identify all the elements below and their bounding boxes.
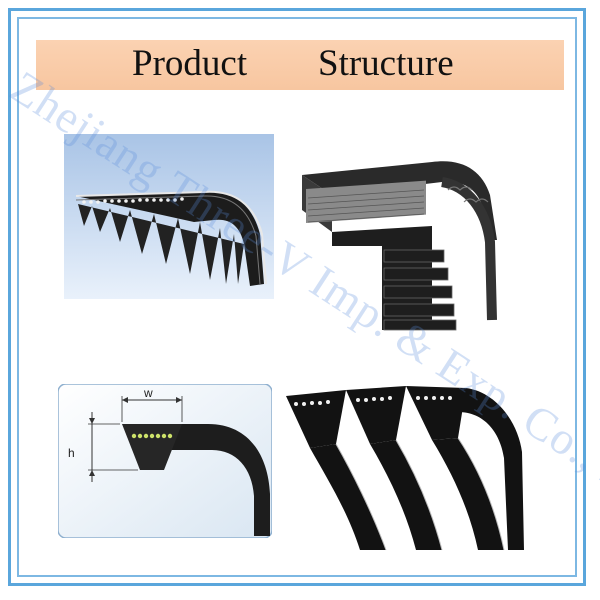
outer-frame — [8, 8, 586, 586]
ribbed-belt-image — [64, 134, 274, 299]
title-word-product: Product — [132, 43, 248, 84]
title-word-structure: Structure — [318, 43, 454, 84]
cogged-belt-image — [292, 150, 502, 335]
title-banner — [36, 40, 564, 90]
width-label: w — [144, 386, 153, 400]
banded-vbelt-image — [282, 382, 526, 552]
vbelt-section-diagram — [58, 384, 272, 538]
inner-frame — [17, 17, 577, 577]
height-label: h — [68, 446, 75, 460]
